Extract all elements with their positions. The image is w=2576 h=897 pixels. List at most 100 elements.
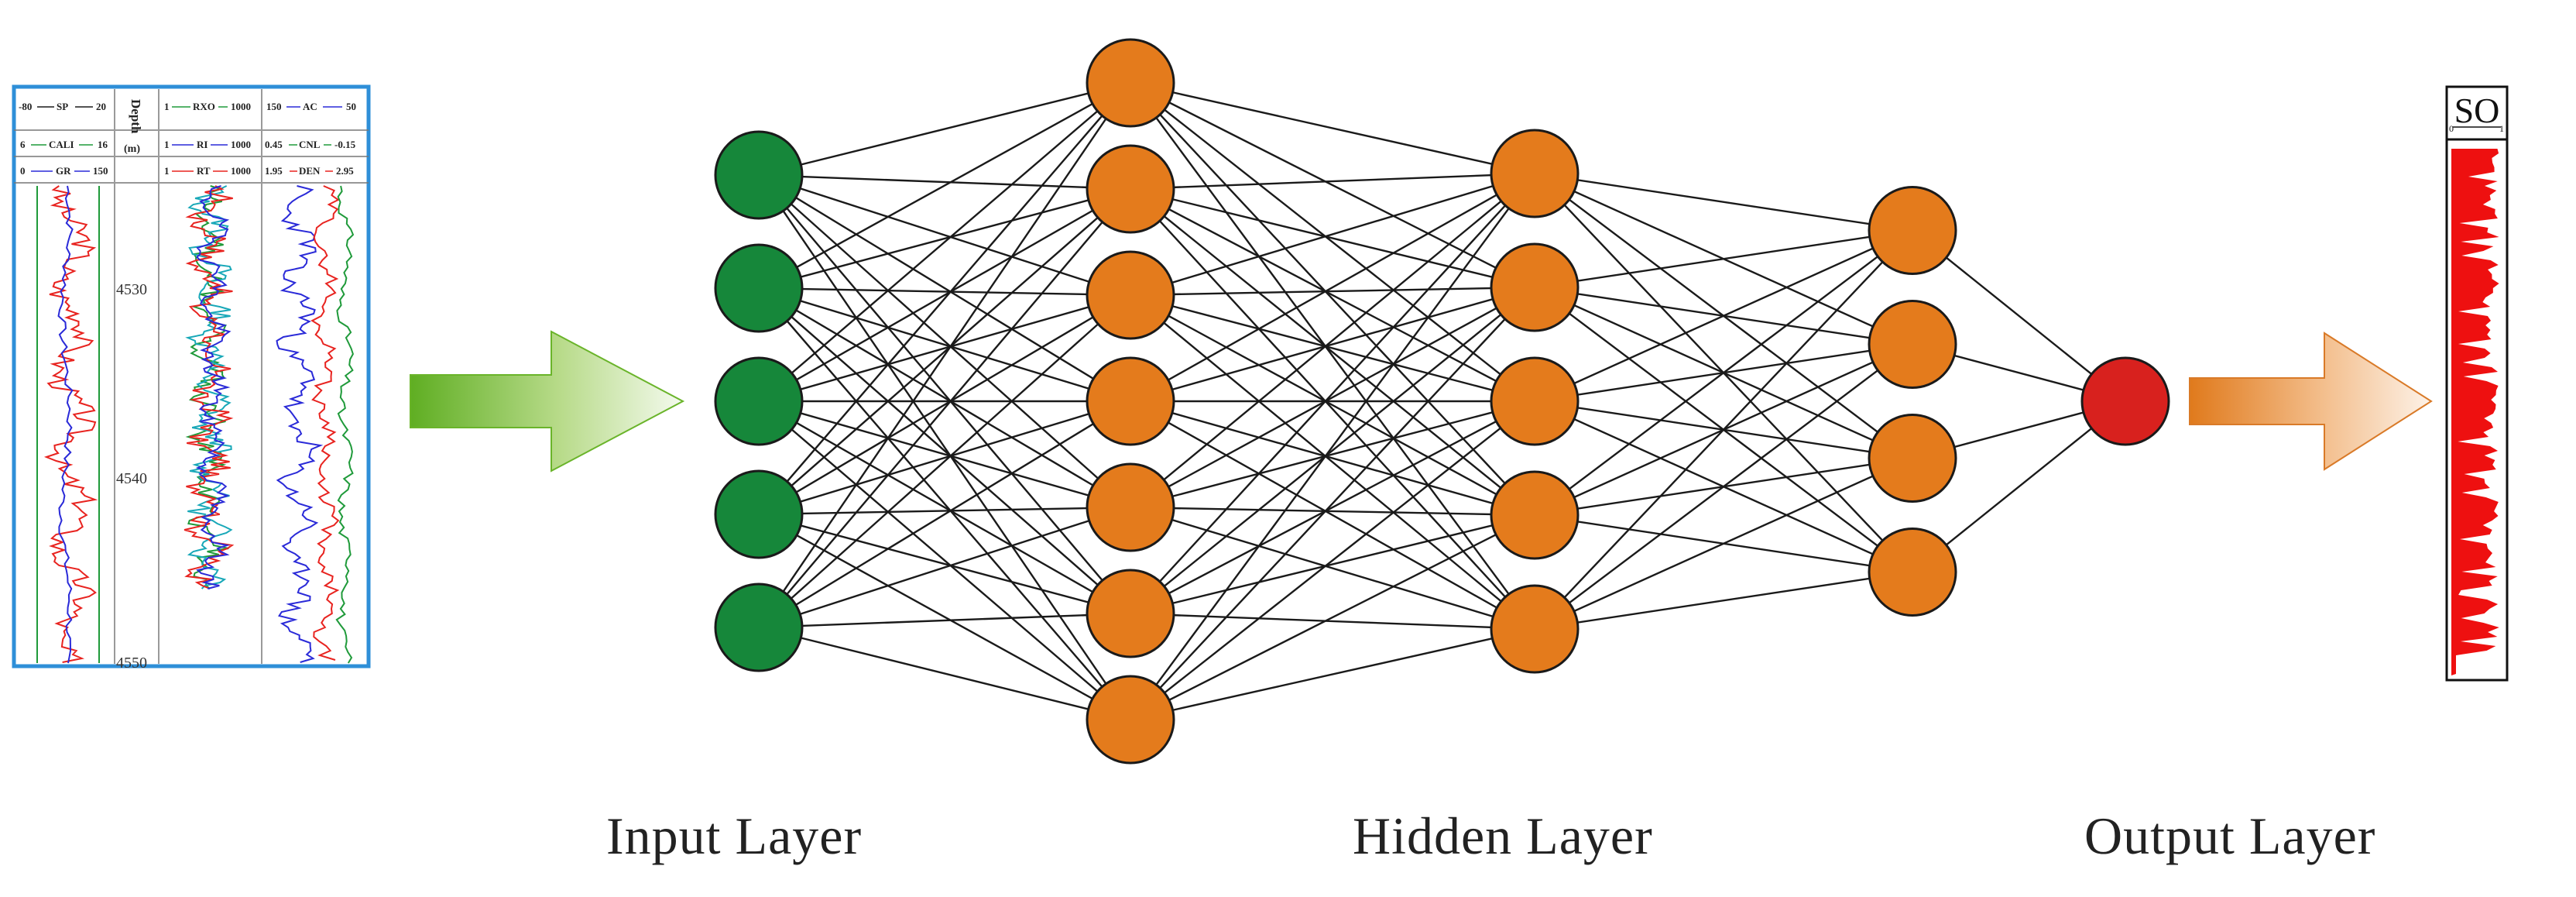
connection-line — [1130, 172, 1535, 191]
connection-line — [758, 81, 1131, 177]
connection-line — [1130, 287, 1535, 720]
connection-line — [1130, 172, 1535, 403]
input-layer-label: Input Layer — [606, 806, 863, 865]
hidden-node — [1086, 250, 1175, 340]
connection-line — [1534, 457, 1913, 631]
connection-line — [758, 287, 1131, 403]
connection-line — [1534, 343, 1913, 630]
connection-line — [758, 174, 1131, 191]
connection-line — [758, 174, 1131, 720]
connection-line — [1130, 81, 1535, 289]
track3-header: 1 RXO 1000 1 RI 1000 1 RT 1000 — [164, 101, 251, 177]
log-curve — [335, 185, 355, 664]
depth-tick-4540: 4540 — [116, 470, 147, 487]
connection-line — [1130, 287, 1535, 614]
connection-line — [758, 400, 1131, 615]
connection-line — [1912, 229, 2126, 402]
connection-line — [1130, 294, 1535, 630]
log-curve — [57, 185, 74, 664]
hidden-node — [1086, 144, 1175, 234]
cnl-left: 0.45 — [265, 139, 283, 150]
ri-name: RI — [197, 139, 208, 150]
connection-line — [1130, 506, 1535, 631]
sp-name: SP — [57, 101, 68, 112]
connection-line — [758, 188, 1131, 515]
gr-right: 150 — [93, 165, 108, 177]
rt-right: 1000 — [231, 165, 251, 177]
connection-line — [1130, 514, 1535, 721]
connection-line — [1534, 229, 1913, 289]
connection-line — [758, 188, 1131, 628]
connection-line — [1130, 187, 1535, 289]
connection-line — [758, 506, 1131, 516]
connection-line — [1130, 172, 1535, 297]
connection-line — [758, 174, 1131, 297]
connection-line — [758, 287, 1131, 509]
log-curve — [310, 185, 340, 661]
connection-line — [1912, 400, 2126, 573]
input-node — [714, 583, 804, 672]
so-scale-right: 1 — [2499, 123, 2504, 134]
so-saturation-curve — [2451, 149, 2499, 675]
depth-tick-4530: 4530 — [116, 281, 147, 298]
input-node — [714, 469, 804, 559]
connection-line — [758, 400, 1131, 629]
connection-line — [758, 174, 1131, 614]
den-name: DEN — [299, 165, 321, 177]
connection-line — [1130, 82, 1535, 402]
output-layer-label: Output Layer — [2084, 806, 2376, 865]
connection-line — [1130, 400, 1535, 720]
depth-title: Depth — [129, 99, 143, 134]
connection-line — [758, 513, 1131, 615]
hidden-node — [1086, 569, 1175, 658]
hidden-node — [1490, 242, 1580, 332]
gr-name: GR — [56, 165, 71, 177]
connection-line — [1130, 173, 1535, 720]
cnl-right: -0.15 — [334, 139, 356, 150]
connection-line — [1130, 286, 1535, 403]
rxo-right: 1000 — [231, 101, 251, 112]
hidden-node — [1086, 356, 1175, 446]
log-curves — [36, 185, 355, 664]
connection-line — [1130, 506, 1535, 517]
log-curve — [185, 185, 229, 589]
cnl-name: CNL — [299, 139, 321, 150]
ri-left: 1 — [164, 139, 170, 150]
hidden-node — [1490, 356, 1580, 446]
connection-line — [1130, 294, 1535, 517]
log-curve — [185, 185, 233, 589]
connection-line — [1534, 229, 1913, 516]
connection-line — [1534, 229, 1913, 630]
connection-line — [1130, 294, 1535, 403]
connection-line — [1130, 400, 1535, 509]
connection-line — [758, 82, 1131, 402]
connection-line — [1130, 173, 1535, 614]
connection-line — [1130, 187, 1535, 403]
connection-line — [758, 626, 1131, 721]
log-curve — [195, 185, 232, 589]
depth-unit: (m) — [124, 143, 140, 155]
connection-line — [1130, 82, 1535, 630]
connection-line — [1534, 172, 1913, 232]
hidden-node — [1868, 300, 1957, 389]
connection-line — [1130, 627, 1535, 721]
rxo-left: 1 — [164, 101, 170, 112]
hidden-node — [1490, 584, 1580, 674]
rt-left: 1 — [164, 165, 170, 177]
connection-line — [1130, 173, 1535, 508]
connection-line — [758, 287, 1131, 720]
connection-line — [1130, 612, 1535, 631]
log-curve — [276, 185, 324, 663]
so-scale-left: 0 — [2449, 123, 2454, 134]
ac-left: 150 — [266, 101, 282, 112]
connection-line — [758, 400, 1131, 720]
connection-line — [1534, 229, 1913, 403]
cali-name: CALI — [49, 139, 74, 150]
connection-line — [758, 187, 1131, 403]
connection-line — [1534, 571, 1913, 631]
connection-line — [758, 506, 1131, 629]
connection-line — [1130, 400, 1535, 615]
hidden-node — [1490, 129, 1580, 218]
network-connections — [758, 81, 2126, 721]
connection-line — [1130, 188, 1535, 516]
